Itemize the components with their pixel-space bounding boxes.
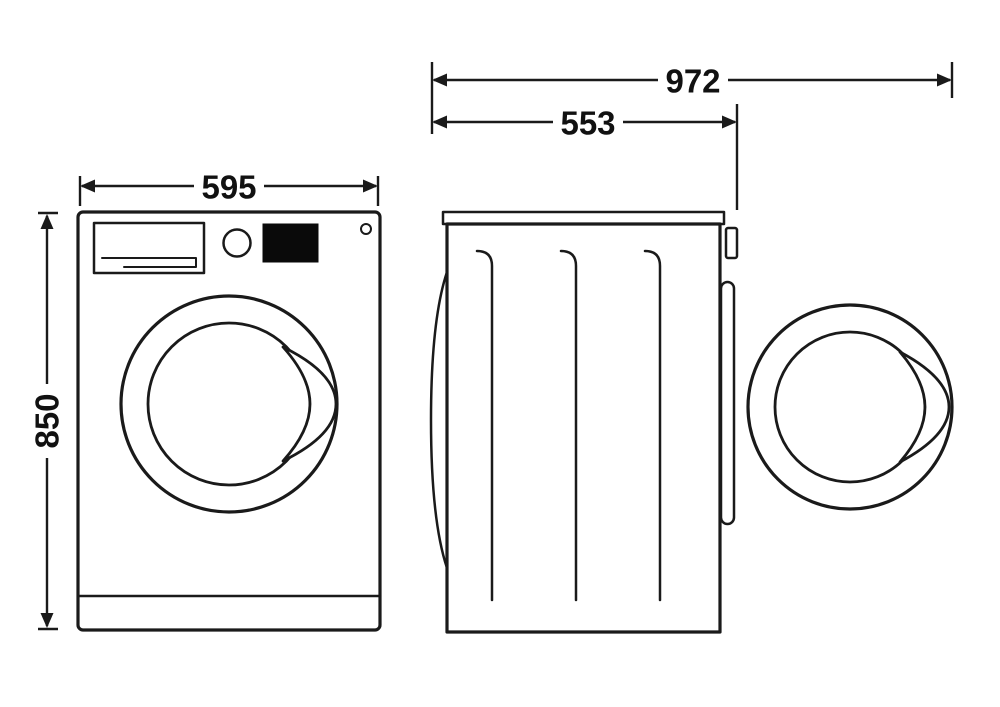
open-door-outer-ring [746, 303, 954, 511]
side-top-panel [441, 210, 726, 226]
depth-open-label: 972 [665, 63, 720, 100]
width-arrow-left [80, 179, 95, 193]
side-panel-ridge-1 [475, 249, 494, 602]
depth-label: 553 [560, 105, 615, 142]
depth-open-label-background [658, 62, 728, 98]
front-machine-body [76, 210, 382, 632]
detergent-drawer [92, 221, 206, 275]
side-view [429, 210, 954, 634]
side-machine-body [445, 222, 722, 634]
dimension-height: 850 [28, 211, 66, 631]
depth-arrow-left [432, 115, 447, 129]
open-door [746, 303, 954, 511]
width-label-background [194, 168, 264, 204]
open-door-handle [898, 350, 951, 464]
height-arrow-top [40, 214, 54, 229]
detergent-drawer-grip [101, 257, 197, 268]
depth-open-arrow-right [937, 73, 952, 87]
dimension-depth-door-open: 972 [430, 62, 954, 134]
dimension-depth: 553 [432, 104, 739, 210]
height-label-background [28, 384, 66, 458]
door-hinge-bracket [724, 226, 739, 260]
front-door-handle [281, 345, 338, 463]
program-knob [222, 228, 252, 258]
side-rear-bulge [429, 270, 449, 570]
side-panel-ridge-3 [643, 249, 662, 602]
depth-label-background [553, 104, 623, 140]
depth-open-arrow-left [432, 73, 447, 87]
front-view [76, 210, 382, 632]
width-arrow-right [363, 179, 378, 193]
power-indicator [360, 223, 372, 235]
door-edge-strip [719, 280, 736, 526]
dimension-width: 595 [78, 168, 380, 206]
display-panel [262, 223, 319, 263]
height-label: 850 [29, 393, 66, 448]
depth-arrow-right [722, 115, 737, 129]
height-arrow-bottom [40, 613, 54, 628]
side-panel-ridge-2 [559, 249, 578, 602]
width-label: 595 [201, 169, 256, 206]
